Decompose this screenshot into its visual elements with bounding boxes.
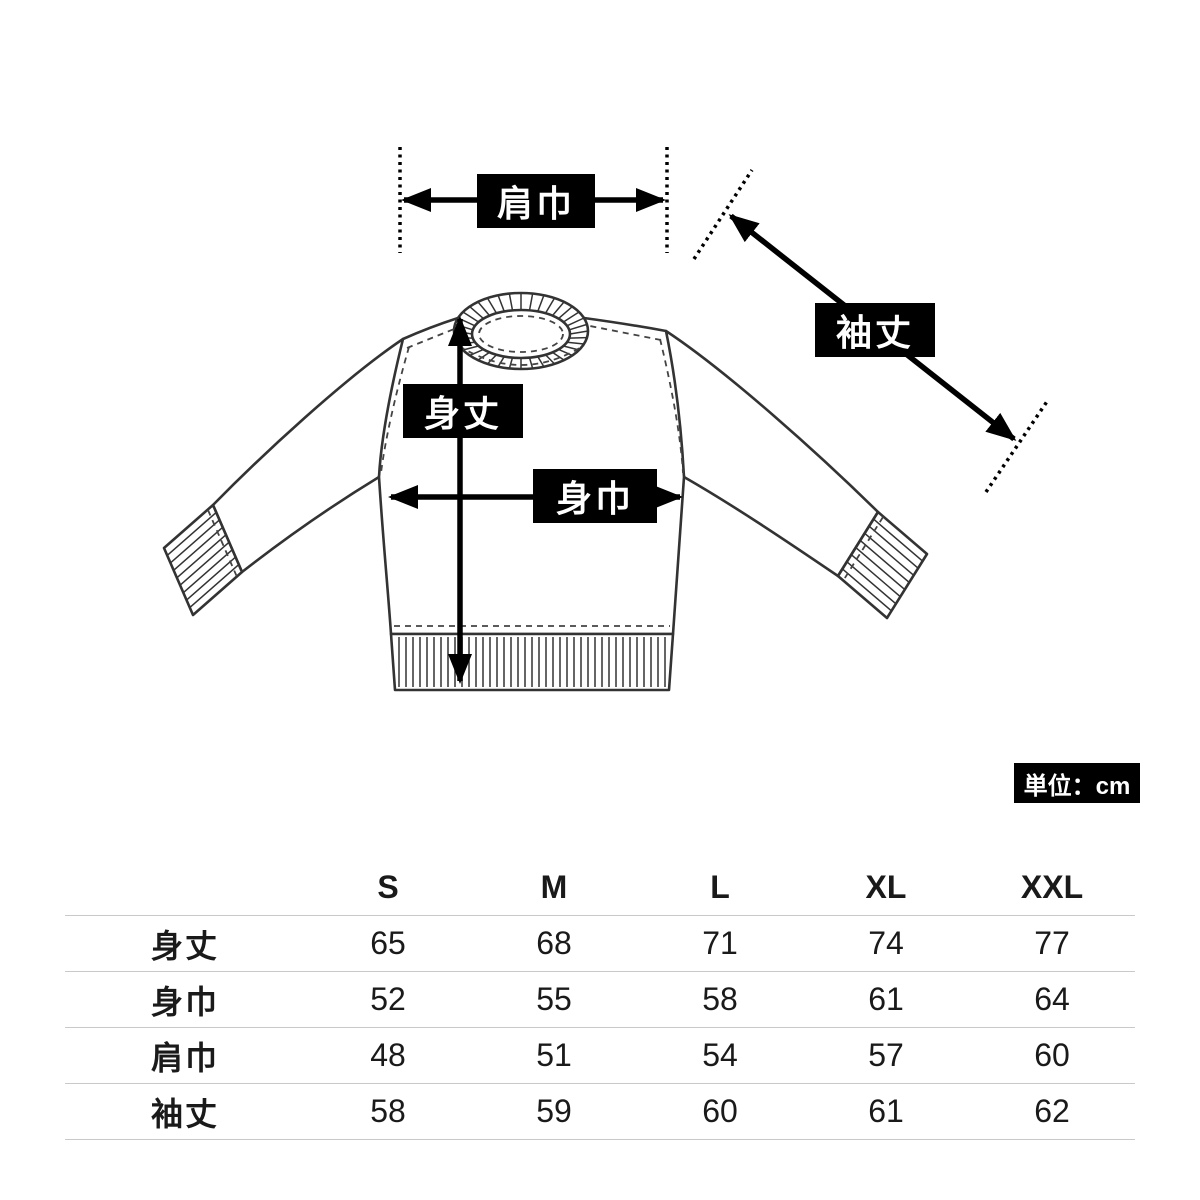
size-col-header-s: S [377,869,399,905]
garment-measurement-diagram: 肩巾 袖丈 身丈 身巾 単位：cm [162,147,1140,803]
size-col-header-m: M [540,869,568,905]
size-value-cell: 68 [471,915,637,972]
shoulder-width-label: 肩巾 [477,174,595,228]
row-label: 身巾 [65,971,305,1028]
size-value-cell: 55 [471,971,637,1028]
row-label: 肩巾 [65,1027,305,1084]
table-row-shoulder-width: 肩巾 48 51 54 57 60 [65,1027,1135,1084]
size-value-cell: 58 [637,971,803,1028]
size-table-header-row: S M L XL XXL [65,860,1135,916]
right-sleeve [664,329,929,620]
collar [452,291,590,371]
size-value-cell: 52 [305,971,471,1028]
size-value-cell: 51 [471,1027,637,1084]
sweatshirt-illustration [162,147,1050,692]
size-value-cell: 61 [803,1083,969,1140]
size-value-cell: 48 [305,1027,471,1084]
size-value-cell: 62 [969,1083,1135,1140]
size-value-cell: 61 [803,971,969,1028]
table-row-body-width: 身巾 52 55 58 61 64 [65,971,1135,1028]
size-table-corner-cell [65,860,305,916]
size-value-cell: 74 [803,915,969,972]
size-value-cell: 64 [969,971,1135,1028]
size-value-cell: 58 [305,1083,471,1140]
sleeve-guide-bottom [984,399,1050,493]
unit-badge: 単位：cm [1014,763,1140,803]
left-sleeve [162,337,405,617]
right-cuff-ribbing [841,518,924,612]
body-length-label: 身丈 [403,384,523,438]
row-label: 袖丈 [65,1083,305,1140]
size-col-header-xl: XL [865,869,907,905]
size-value-cell: 60 [969,1027,1135,1084]
size-value-cell: 71 [637,915,803,972]
size-value-cell: 54 [637,1027,803,1084]
left-cuff-ribbing [166,511,240,609]
table-row-sleeve-length: 袖丈 58 59 60 61 62 [65,1083,1135,1140]
row-label: 身丈 [65,915,305,972]
table-row-body-length: 身丈 65 68 71 74 77 [65,915,1135,972]
size-value-cell: 60 [637,1083,803,1140]
size-value-cell: 77 [969,915,1135,972]
size-table: S M L XL XXL 身丈 65 68 71 74 77 身巾 52 55 … [65,860,1135,1140]
size-value-cell: 57 [803,1027,969,1084]
body-width-label: 身巾 [533,469,657,523]
size-value-cell: 59 [471,1083,637,1140]
sleeve-guide-top [692,169,754,260]
size-col-header-l: L [710,869,730,905]
size-col-header-xxl: XXL [1020,869,1084,905]
sleeve-length-label: 袖丈 [815,303,935,357]
size-value-cell: 65 [305,915,471,972]
